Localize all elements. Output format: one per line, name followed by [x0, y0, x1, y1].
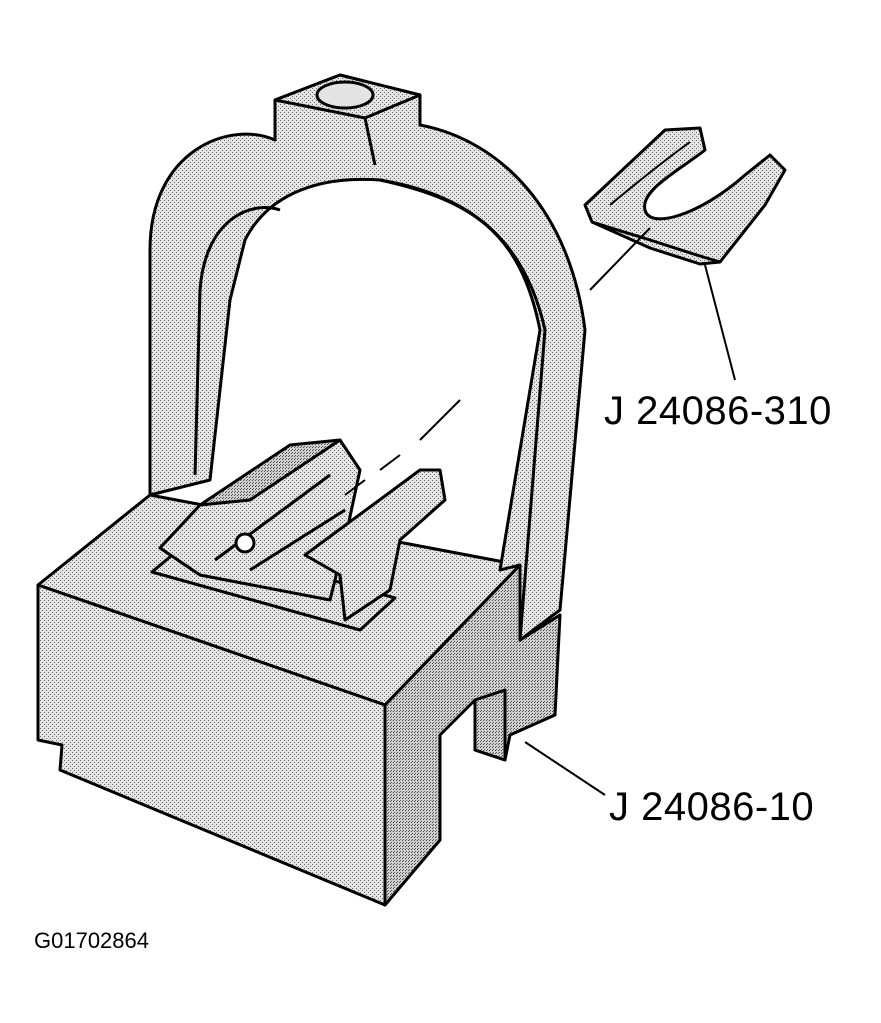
slide-insert	[150, 438, 447, 632]
fixture-arch	[148, 73, 587, 642]
leader-line-shim	[704, 264, 736, 381]
figure-id-label: G01702864	[34, 928, 149, 953]
fixture-callout-label: J 24086-10	[609, 785, 815, 829]
shim-callout-label: J 24086-310	[604, 389, 832, 433]
alignment-line	[344, 227, 651, 496]
shim-plate	[583, 126, 787, 266]
leader-line-fixture	[524, 741, 606, 796]
